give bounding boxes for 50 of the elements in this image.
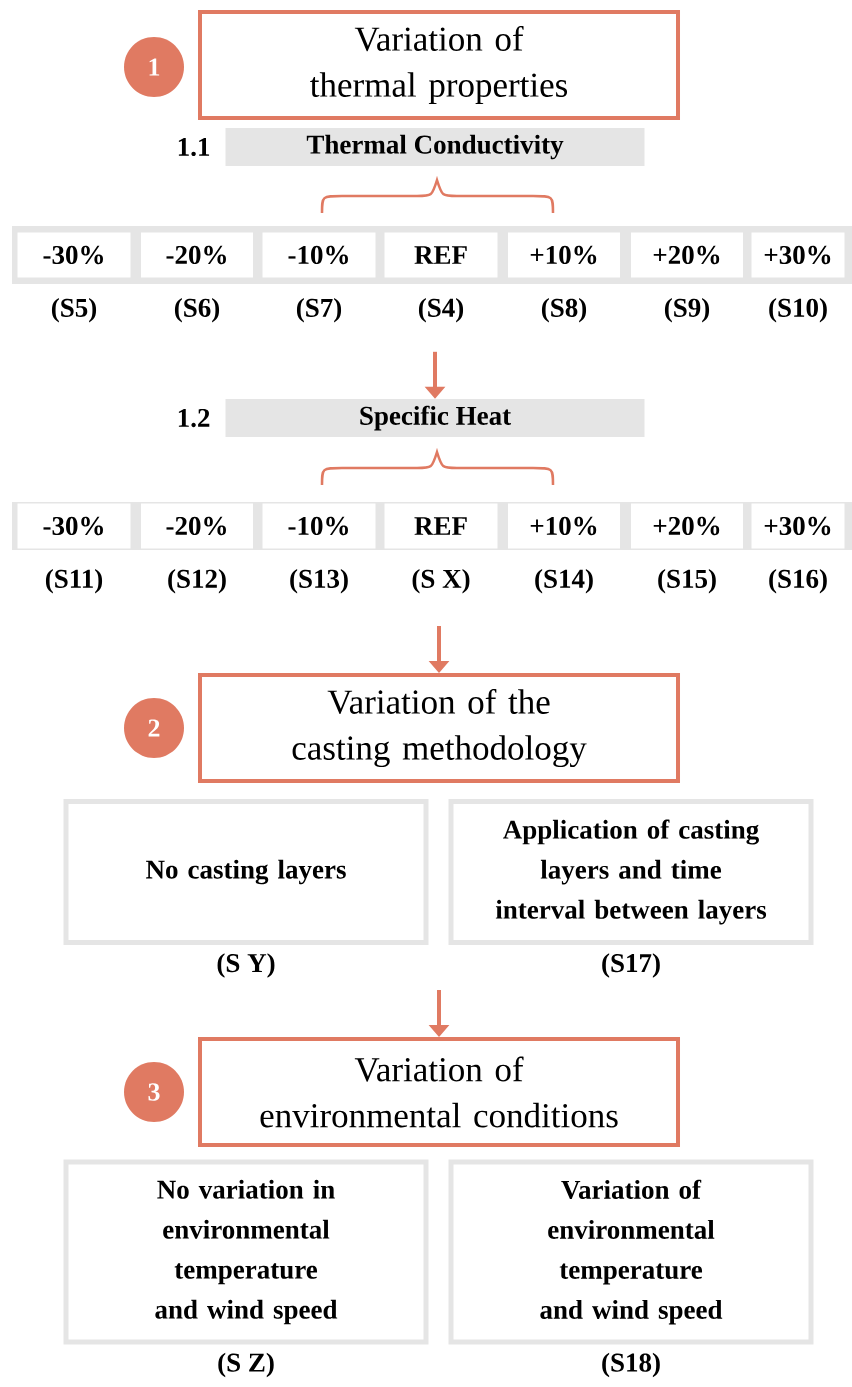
value-cell: REF (384, 232, 498, 278)
scenario-label: (S16) (769, 568, 827, 594)
parameter-band: Thermal Conductivity (225, 128, 645, 166)
option-box: Variation of environmental temperature and wind speed (448, 1159, 814, 1345)
value-cell: -30% (17, 232, 131, 278)
option-box: Application of casting layers and time interval between layers (448, 799, 814, 945)
value-cell: -20% (141, 232, 253, 278)
value-cell: +30% (751, 232, 845, 278)
scenario-label: (S12) (168, 568, 226, 594)
node-label: +30% (764, 516, 831, 536)
value-cell: -10% (262, 503, 376, 549)
scenario-label: (S15) (658, 568, 716, 594)
value-cell: -20% (141, 503, 253, 549)
node-label: -30% (43, 516, 103, 536)
parameter-band: Specific Heat (225, 399, 645, 437)
scenario-label: (S5) (51, 297, 97, 323)
node-label: REF (414, 517, 467, 535)
scenario-label: (S4) (418, 297, 464, 323)
scenario-label: (S17) (602, 953, 660, 978)
node-label: -10% (288, 516, 348, 536)
scenario-label: (S7) (296, 297, 342, 323)
scenario-label: (S10) (769, 297, 827, 323)
value-cell: -10% (262, 232, 376, 278)
value-cell: +10% (508, 503, 620, 549)
scenario-label: (S18) (602, 1352, 660, 1378)
section-number: 1.1 (178, 137, 210, 157)
scenario-label: (S14) (535, 568, 593, 594)
value-cell: +10% (508, 232, 620, 278)
step-box: Variation of the casting methodology (198, 673, 680, 783)
scenario-label: (S6) (174, 297, 220, 323)
node-label: -20% (166, 516, 226, 536)
scenario-label: (S11) (45, 568, 103, 594)
scenario-label: (S Y) (217, 953, 275, 978)
step-box: Variation of thermal properties (198, 10, 680, 120)
scenario-label: (S9) (664, 297, 710, 323)
value-cell: -30% (17, 503, 131, 549)
value-cell: +20% (631, 232, 743, 278)
node-label: +20% (653, 516, 720, 536)
option-box: No casting layers (63, 799, 429, 945)
value-cell: +30% (751, 503, 845, 549)
section-number: 1.2 (178, 408, 210, 428)
scenario-label: (S8) (541, 297, 587, 323)
option-box: No variation in environmental temperature and wind speed (63, 1159, 429, 1345)
scenario-label: (S Z) (218, 1352, 274, 1378)
value-cell: REF (384, 503, 498, 549)
scenario-label: (S13) (290, 568, 348, 594)
node-label: +10% (530, 516, 597, 536)
step-box: Variation of environmental conditions (198, 1037, 680, 1147)
value-cell: +20% (631, 503, 743, 549)
scenario-label: (S X) (412, 568, 470, 594)
